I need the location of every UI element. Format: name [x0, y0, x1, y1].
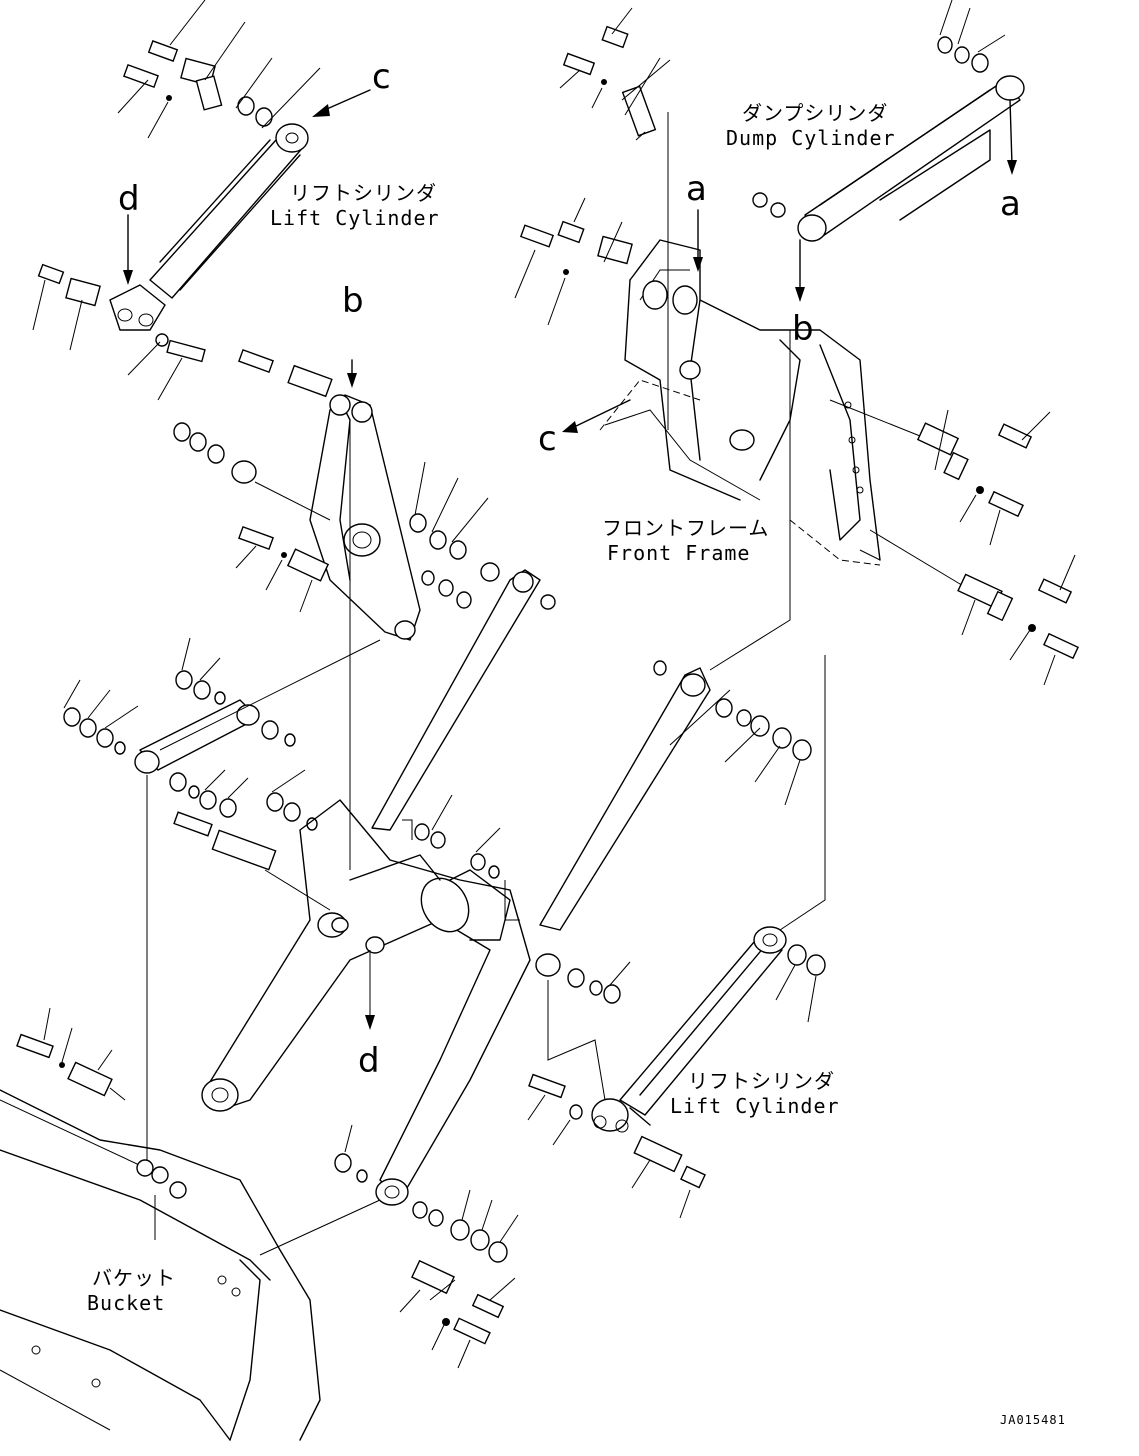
front-frame — [562, 239, 881, 566]
marker-a-right: a — [1000, 184, 1021, 224]
dump-cylinder — [752, 0, 1025, 302]
bell-crank — [309, 359, 421, 870]
lift-cylinder-top-en: Lift Cylinder — [270, 206, 440, 230]
dump-link-right — [539, 660, 812, 931]
dump-cylinder-jp: ダンプシリンダ — [742, 101, 888, 125]
lift-cylinder-top — [32, 0, 371, 401]
frame-right-pins — [829, 399, 1079, 686]
marker-d-top: d — [118, 179, 140, 219]
lift-cylinder-bottom-en: Lift Cylinder — [670, 1094, 840, 1118]
marker-c-top: c — [372, 57, 391, 97]
marker-b-left: b — [342, 281, 364, 321]
drawing-code: JA015481 — [1000, 1413, 1066, 1427]
front-frame-en: Front Frame — [607, 541, 750, 565]
center-pin-hardware — [173, 794, 501, 911]
bucket — [0, 1007, 381, 1441]
dump-link-upper — [371, 569, 556, 831]
marker-d-bottom: d — [358, 1041, 380, 1081]
marker-b-right: b — [792, 309, 814, 349]
front-frame-jp: フロントフレーム — [602, 516, 769, 540]
lift-cylinder-top-jp: リフトシリンダ — [290, 181, 437, 205]
marker-c-frame: c — [538, 419, 557, 459]
marker-a-mid: a — [686, 169, 707, 209]
lift-cylinder-bottom — [527, 330, 826, 1219]
dump-cylinder-en: Dump Cylinder — [726, 126, 896, 150]
lift-cylinder-bottom-jp: リフトシリンダ — [688, 1069, 835, 1093]
tilt-link-left — [63, 637, 381, 1175]
bucket-en: Bucket — [87, 1291, 165, 1315]
dump-pin-hardware — [514, 7, 703, 430]
bell-crank-pins — [173, 348, 500, 613]
bucket-jp: バケット — [92, 1266, 176, 1290]
bucket-pin-lower — [334, 1124, 519, 1369]
lift-arm — [201, 799, 631, 1206]
